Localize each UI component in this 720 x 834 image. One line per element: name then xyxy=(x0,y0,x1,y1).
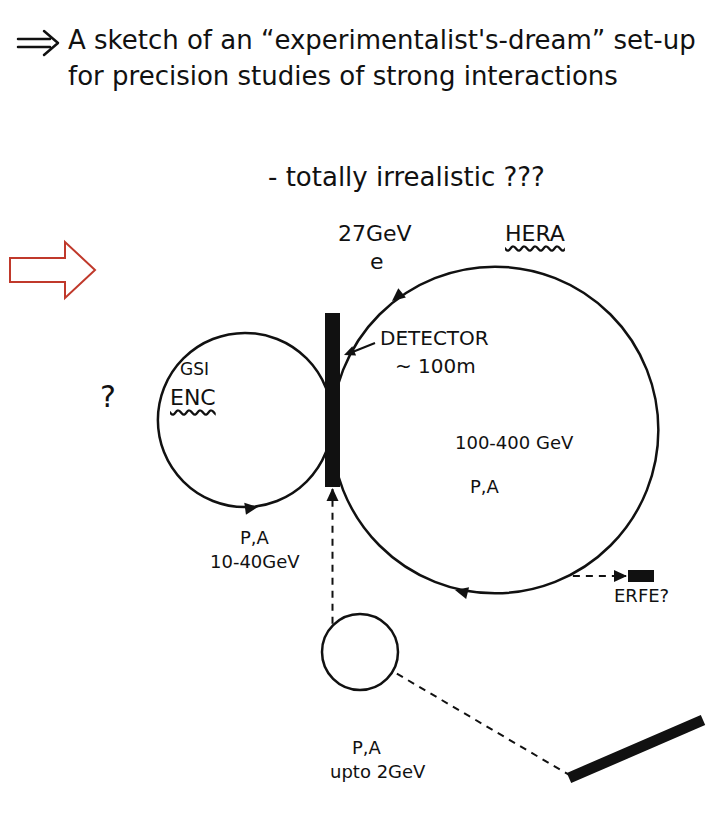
ring-line xyxy=(158,333,332,507)
question-mark: ? xyxy=(100,380,116,415)
note-text: - totally irrealistic ??? xyxy=(268,163,545,193)
title-text: A sketch of an “experimentalist's-dream”… xyxy=(68,22,698,94)
beam-energy: 100-400 GeV xyxy=(455,433,573,454)
detector-name: DETECTOR xyxy=(380,327,489,350)
beam-energy: 10-40GeV xyxy=(210,552,300,573)
ring-name: HERA xyxy=(505,221,565,246)
beam-energy: 27GeV xyxy=(338,221,412,246)
bullet-arrow xyxy=(18,31,58,55)
linac: P,Aupto 2GeV xyxy=(565,712,707,784)
beam-particles: P,A xyxy=(240,528,269,549)
beam-particles: P,A xyxy=(352,738,381,759)
beam-energy: upto 2GeV xyxy=(330,762,425,783)
facility-name: GSI xyxy=(180,360,209,380)
ring-name: ENC xyxy=(170,385,216,410)
storage-ring: 27GeVeHERA100-400 GeVP,A xyxy=(330,265,660,595)
beam-particle: e xyxy=(370,249,384,274)
beam-particles: P,A xyxy=(470,477,499,498)
detector-bar: DETECTOR~ 100m xyxy=(325,313,340,487)
linac-tube xyxy=(569,720,703,778)
linac-outline xyxy=(565,712,707,784)
beam-line xyxy=(573,575,626,577)
target-name: ERFE? xyxy=(614,586,669,607)
ring-outline xyxy=(157,332,333,508)
storage-ring: GSIENCP,A10-40GeV xyxy=(157,332,333,508)
target-box: ERFE? xyxy=(628,570,654,582)
detector-size: ~ 100m xyxy=(395,355,476,378)
ring-line xyxy=(332,267,659,594)
pointer-arrow xyxy=(10,242,95,298)
booster-ring xyxy=(322,614,398,690)
ring-outline xyxy=(330,265,660,595)
